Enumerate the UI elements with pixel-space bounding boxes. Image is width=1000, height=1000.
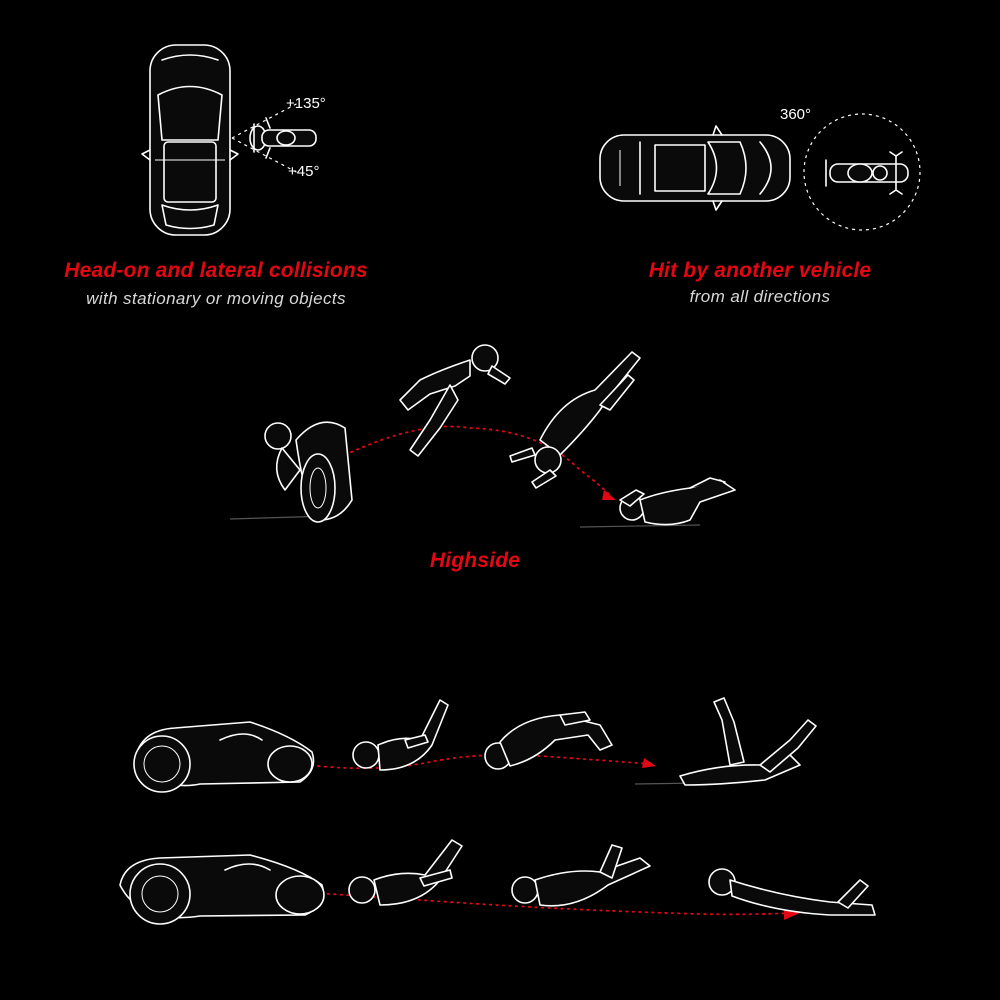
head-on-car-illustration [141,44,239,236]
lowside-1-rider-rolling [484,711,613,770]
surrounded-motorcycle-illustration [803,113,921,231]
highside-rider-airborne [399,344,511,457]
lowside-2-fallen-bike [119,854,325,925]
lowside-sequence-2 [119,839,876,925]
hit-by-vehicle-title: Hit by another vehicle [648,259,872,282]
highside-title: Highside [429,549,521,572]
highside-rider-landed [619,477,736,526]
lowside-sequence-1 [133,697,817,793]
highside-sequence [229,344,736,528]
side-car-illustration [599,125,791,211]
lowside-2-rider-sliding [348,839,463,906]
lowside-2-rider-landed [708,868,876,916]
angle-bottom-label: +45° [288,163,320,180]
lowside-1-rider-landed [679,697,817,786]
hit-by-vehicle-subtitle: from all directions [689,287,831,306]
highside-rider-on-bike [264,421,353,523]
angle-top-label: +135° [286,95,326,112]
highside-arrow-icon [602,490,616,500]
highside-rider-tumbling [509,351,641,489]
lowside-1-rider-sliding [352,699,449,771]
lowside-1-fallen-bike [133,721,315,793]
head-on-subtitle: with stationary or moving objects [86,289,346,308]
lowside-2-rider-rolling [511,844,651,907]
head-on-title: Head-on and lateral collisions [64,259,368,282]
angle-360-label: 360° [780,106,812,123]
lowside-1-arrow-icon [642,758,656,768]
head-on-motorcycle-illustration [231,101,317,175]
